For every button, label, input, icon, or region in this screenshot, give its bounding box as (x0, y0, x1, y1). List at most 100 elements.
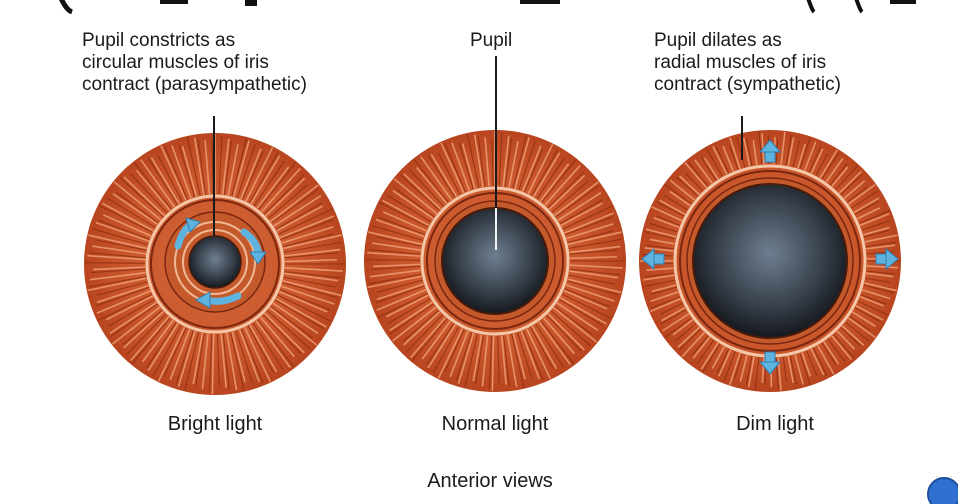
iris-fiber (862, 289, 891, 300)
iris-fiber (684, 162, 708, 189)
right-arrow-bottom (758, 351, 782, 375)
iris-fiber (283, 234, 342, 250)
iris-fiber (827, 338, 846, 363)
iris-fiber (810, 148, 824, 174)
iris-fiber (643, 274, 675, 281)
iris-fiber (368, 273, 422, 285)
iris-fiber (130, 316, 170, 361)
iris-fiber (651, 284, 677, 293)
iris-fiber (260, 167, 301, 213)
iris-fiber (367, 275, 422, 289)
iris-fiber (569, 255, 617, 260)
iris-fiber (664, 317, 692, 338)
iris-fiber (399, 174, 440, 211)
iris-fiber (403, 173, 442, 210)
iris-fiber (859, 295, 884, 307)
iris-fiber (564, 288, 611, 308)
iris-fiber (543, 317, 575, 355)
iris-fiber (248, 324, 278, 373)
iris-fiber (277, 294, 332, 323)
iris-fiber (284, 248, 341, 257)
iris-fiber (426, 323, 455, 365)
iris-fiber (659, 199, 686, 215)
iris-fiber (96, 286, 150, 307)
iris-fiber (107, 197, 156, 228)
iris-fiber (135, 170, 171, 211)
iris-fiber (569, 249, 619, 255)
iris-fiber (264, 312, 305, 354)
cropped-title-glyphs (59, 0, 916, 14)
left-pupil (188, 235, 242, 289)
iris-fiber (231, 331, 246, 383)
iris-fiber (473, 134, 484, 188)
iris-fiber (532, 152, 561, 198)
iris-fiber (681, 331, 705, 358)
caption-dim-light: Dim light (736, 413, 814, 435)
iris-fiber (810, 348, 825, 376)
iris-fiber (406, 314, 443, 352)
iris-fiber (244, 327, 271, 383)
iris-fiber (491, 335, 495, 391)
iris-fiber (656, 201, 685, 217)
right-arrow-top (758, 139, 782, 163)
iris-fiber (112, 192, 158, 225)
iris-fiber (722, 145, 735, 172)
iris-fiber (273, 194, 322, 227)
iris-fiber (284, 267, 343, 272)
iris-fiber (284, 272, 338, 282)
iris-fiber (508, 141, 519, 188)
iris-fiber (177, 330, 196, 387)
iris-fiber (201, 333, 209, 390)
iris-fiber (378, 216, 425, 236)
iris-fiber (119, 177, 164, 218)
iris-fiber (280, 219, 334, 240)
iris-fiber (95, 239, 147, 251)
iris-fiber (553, 307, 598, 343)
iris-fiber (281, 285, 335, 305)
iris-fiber (481, 335, 489, 387)
iris-fiber (736, 137, 746, 168)
iris-fiber (531, 325, 558, 370)
iris-fiber (729, 353, 741, 385)
iris-fiber (458, 142, 474, 190)
iris-fiber (564, 212, 614, 234)
iris-fiber (782, 357, 788, 382)
iris-fiber (375, 236, 422, 247)
iris-fiber (97, 293, 153, 321)
iris-fiber (195, 333, 205, 387)
iris-fiber (123, 176, 165, 217)
iris-fiber (181, 146, 198, 197)
iris-fiber (678, 328, 702, 352)
iris-fiber (858, 300, 889, 316)
iris-fiber (849, 315, 871, 331)
iris-fiber (853, 197, 880, 214)
iris-fiber (696, 339, 715, 365)
iris-fiber (387, 194, 432, 223)
iris-fiber (503, 335, 510, 387)
iris-fiber (840, 174, 863, 195)
iris-fiber (409, 170, 445, 207)
iris-fiber (554, 181, 599, 217)
iris-fiber (851, 190, 878, 209)
cropped-title-strip (0, 0, 958, 14)
iris-fiber (227, 144, 239, 196)
iris-fiber (278, 208, 333, 235)
iris-fiber (87, 277, 147, 292)
iris-fiber (569, 264, 623, 269)
iris-fiber (184, 331, 200, 391)
iris-fiber (98, 219, 150, 240)
left-arrow-head-bottom (194, 291, 211, 309)
iris-fiber (236, 144, 256, 198)
iris-fiber (664, 195, 688, 211)
iris-fiber (420, 156, 453, 201)
right-radial-fibers (640, 131, 900, 391)
iris-fiber (836, 330, 856, 350)
iris-fiber (550, 310, 591, 347)
iris-fiber (780, 131, 786, 165)
iris-fiber (843, 180, 866, 199)
iris-fiber (235, 330, 253, 383)
iris-fiber (852, 311, 876, 327)
caption-bright-light: Bright light (167, 413, 263, 435)
iris-fiber (371, 265, 421, 271)
